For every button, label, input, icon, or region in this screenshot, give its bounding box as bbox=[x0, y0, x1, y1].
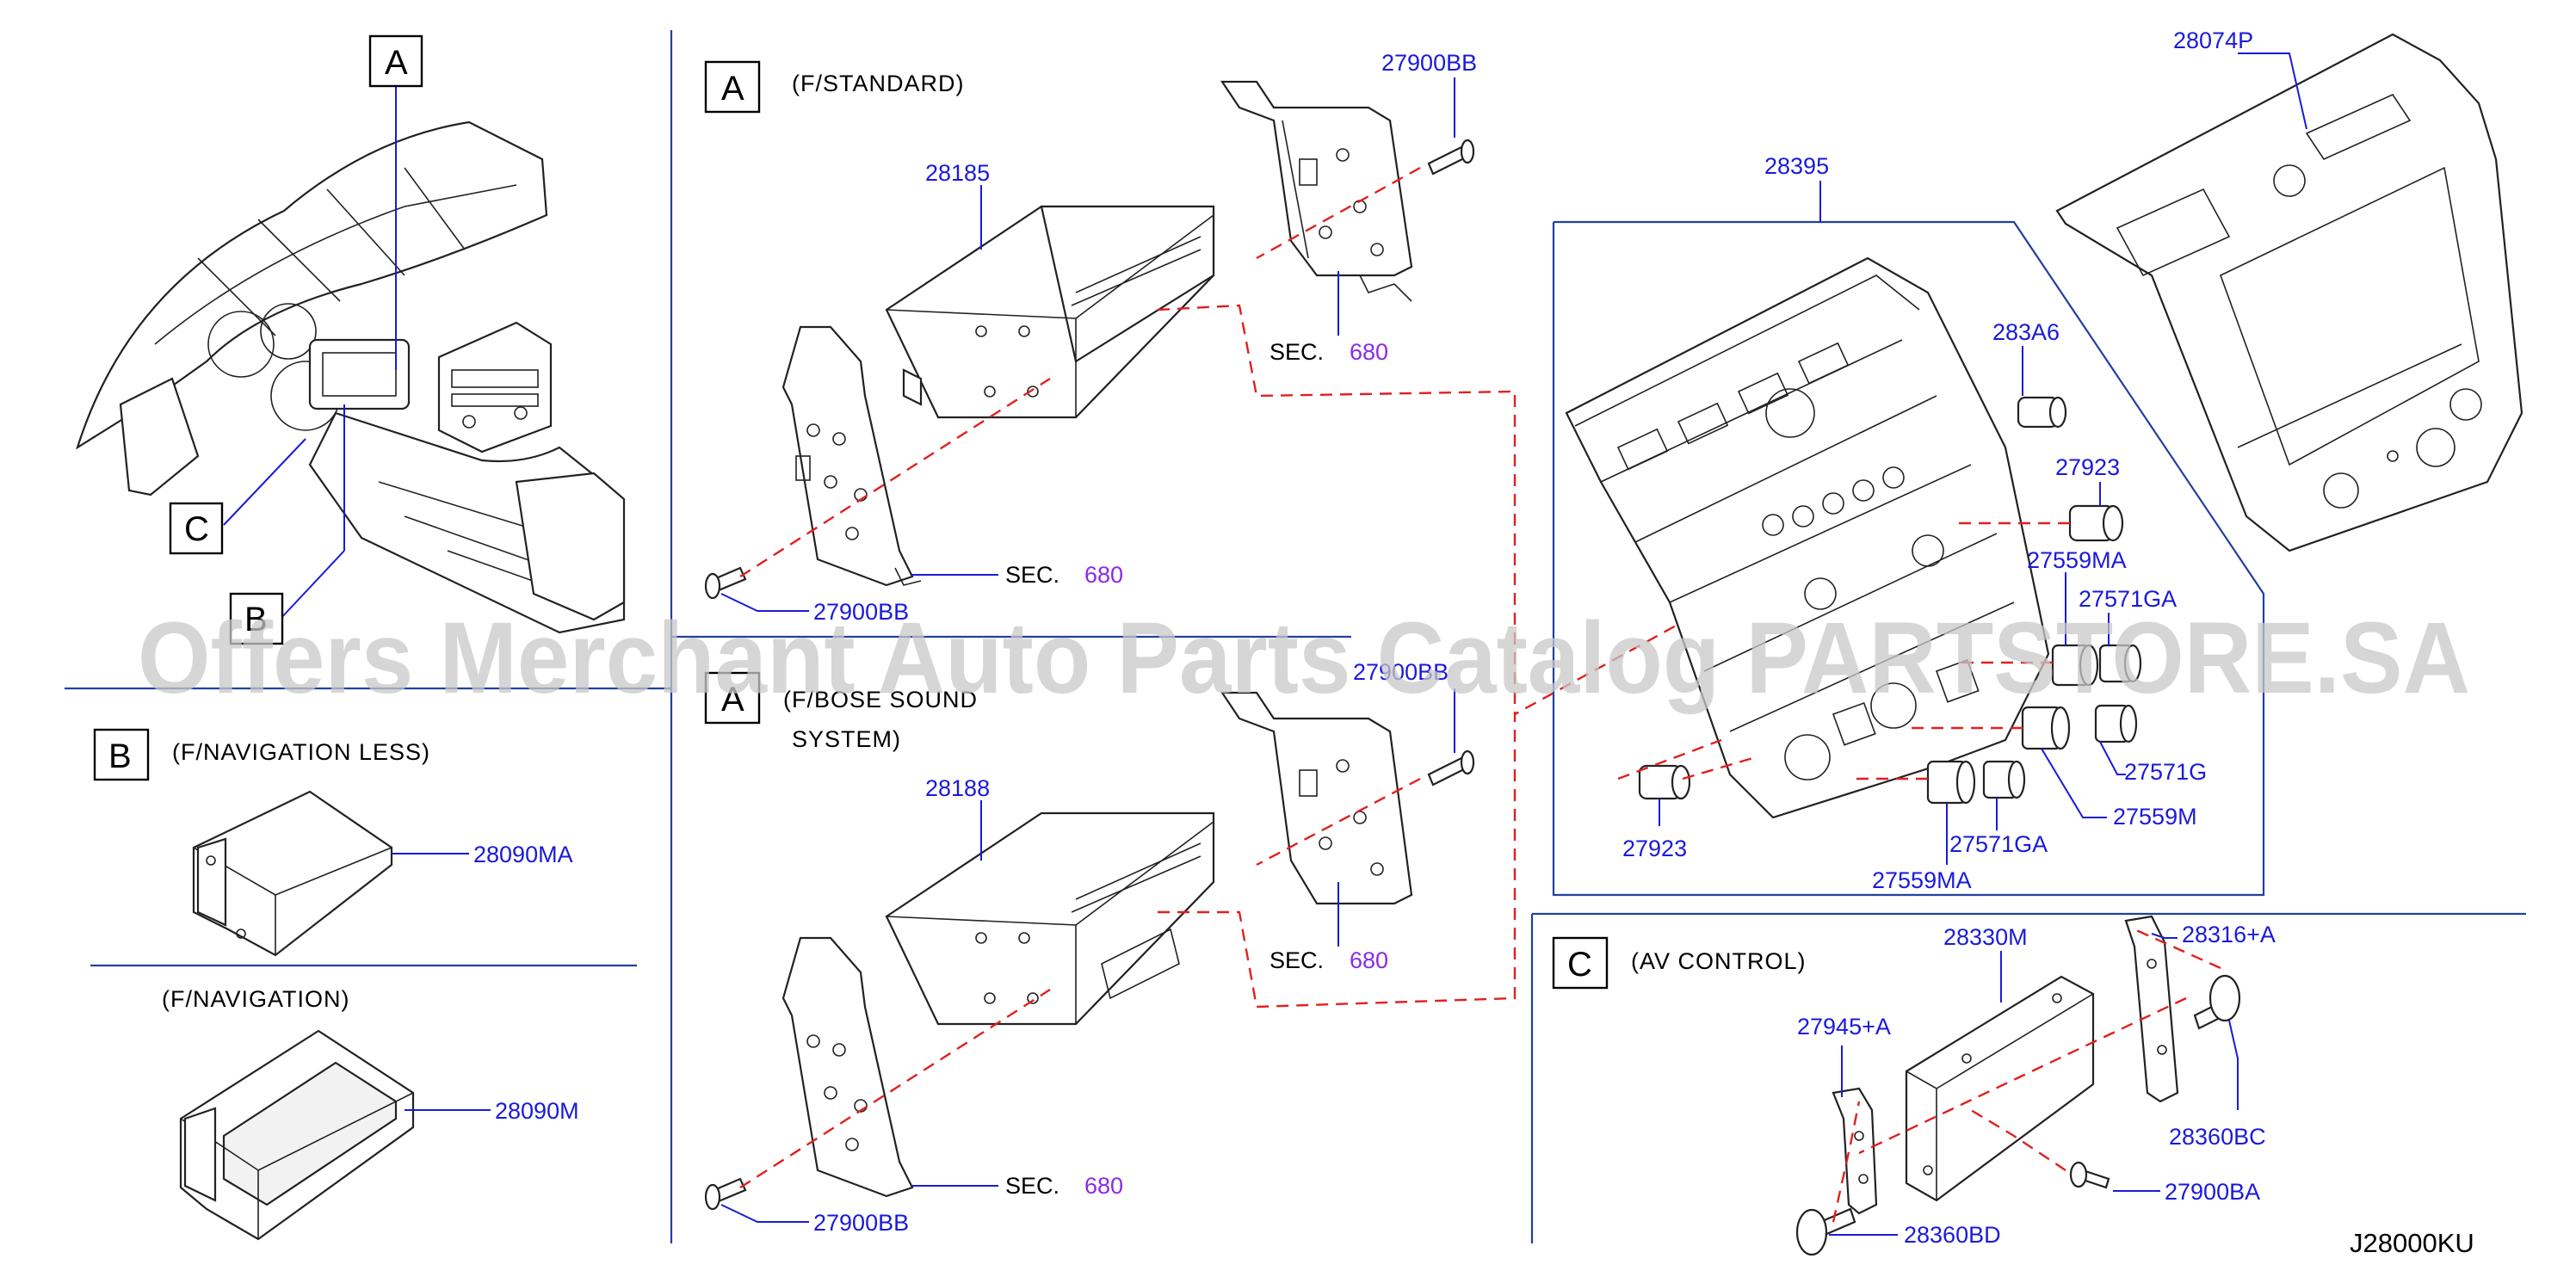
bracket-right-bottom bbox=[1220, 691, 1413, 905]
section-b-box bbox=[93, 728, 150, 781]
diagram-code: J28000KU bbox=[2350, 1228, 2474, 1258]
section-c-box-label: C bbox=[1567, 946, 1592, 984]
section-b-title: (F/NAVIGATION LESS) bbox=[172, 739, 430, 765]
section-dividers bbox=[65, 30, 2526, 1243]
overview-box-c-label: C bbox=[184, 510, 209, 548]
part-28188: 28188 bbox=[925, 775, 990, 801]
section-b-box-label: B bbox=[108, 737, 132, 775]
grommet-28360bc bbox=[2193, 974, 2241, 1030]
sec-ref-prefix-2: SEC. bbox=[1005, 562, 1059, 588]
screw-27900bb-bottom bbox=[704, 1177, 747, 1211]
screw-27900ba bbox=[2069, 1161, 2110, 1189]
section-a-bose-title-line2: SYSTEM) bbox=[792, 726, 901, 752]
section-a-bose-title-line1: (F/BOSE SOUND bbox=[783, 687, 978, 713]
part-27571ga-upper: 27571GA bbox=[2079, 586, 2177, 612]
part-27900bb-bottom: 27900BB bbox=[813, 1210, 909, 1236]
grommet-28360bd bbox=[1795, 1207, 1856, 1256]
knob-283a6 bbox=[2017, 396, 2067, 429]
knob-27559m bbox=[2021, 706, 2071, 750]
dashboard-overview bbox=[76, 86, 626, 634]
part-28185: 28185 bbox=[925, 160, 990, 186]
section-a-standard-box-label: A bbox=[721, 70, 744, 108]
watermark: Offers Merchant Auto Parts Catalog PARTS… bbox=[138, 601, 2470, 715]
part-28360bd: 28360BD bbox=[1904, 1222, 2001, 1248]
sec-ref-prefix-4: SEC. bbox=[1005, 1173, 1059, 1199]
section-a-standard-box bbox=[704, 60, 761, 114]
part-27923-upper: 27923 bbox=[2055, 454, 2120, 480]
part-283a6: 283A6 bbox=[1992, 319, 2060, 345]
overview-box-b bbox=[229, 592, 284, 645]
leader-dashed-a1 bbox=[739, 166, 1517, 714]
section-a-bose-box-label: A bbox=[721, 681, 744, 719]
bracket-27945a bbox=[1832, 1087, 1878, 1215]
part-27559m: 27559M bbox=[2113, 804, 2197, 830]
head-unit-28185 bbox=[885, 205, 1215, 419]
leader-dashed-knobs bbox=[1617, 661, 2053, 780]
part-27559ma-lower: 27559MA bbox=[1872, 867, 1972, 893]
overview-box-b-label: B bbox=[244, 601, 268, 638]
overview-box-a bbox=[368, 34, 423, 88]
sec-ref-prefix-1: SEC. bbox=[1269, 339, 1324, 365]
part-27571ga-lower: 27571GA bbox=[1949, 831, 2048, 857]
sec-ref-4: 680 bbox=[1084, 1173, 1123, 1199]
bracket-left-top bbox=[781, 325, 922, 587]
knob-27571ga-upper bbox=[2051, 644, 2099, 687]
part-28090m: 28090M bbox=[495, 1098, 579, 1124]
overview-box-c bbox=[169, 502, 224, 555]
section-c-box bbox=[1552, 936, 1609, 990]
control-panel-28395 bbox=[1565, 256, 2050, 819]
sec-ref-2: 680 bbox=[1084, 562, 1123, 588]
screw-27900bb-mid bbox=[1427, 750, 1475, 787]
part-28330m: 28330M bbox=[1943, 924, 2028, 950]
part-27900ba: 27900BA bbox=[2165, 1179, 2260, 1205]
knob-27923-upper bbox=[2068, 504, 2124, 542]
knob-27571g bbox=[2098, 644, 2142, 683]
sec-ref-3: 680 bbox=[1350, 947, 1388, 973]
part-28074p: 28074P bbox=[2173, 28, 2253, 53]
bezel-28074p bbox=[2055, 33, 2523, 552]
av-control-unit-28330m bbox=[1905, 975, 2095, 1202]
part-27945a: 27945+A bbox=[1797, 1014, 1891, 1039]
frame-28395 bbox=[1552, 220, 2265, 897]
sec-ref-1: 680 bbox=[1350, 339, 1388, 365]
knob-27571ga-lower bbox=[1982, 760, 2026, 799]
knob-27923-lower bbox=[1638, 764, 1691, 800]
part-27559ma-upper: 27559MA bbox=[2027, 547, 2127, 573]
part-27900bb-mid: 27900BB bbox=[1353, 659, 1449, 685]
head-unit-28188 bbox=[885, 811, 1215, 1026]
screw-27900bb-left bbox=[704, 566, 747, 600]
part-28395: 28395 bbox=[1764, 153, 1829, 179]
section-a-bose-box bbox=[704, 671, 761, 725]
section-c-title: (AV CONTROL) bbox=[1631, 948, 1807, 974]
leader-dashed-a2 bbox=[739, 618, 1688, 1189]
display-28090m bbox=[179, 1029, 415, 1241]
knob-27571g-lower bbox=[2094, 704, 2138, 743]
bracket-right-top bbox=[1220, 80, 1413, 302]
section-b-sub-title: (F/NAVIGATION) bbox=[162, 986, 350, 1012]
part-27900bb-top: 27900BB bbox=[1381, 50, 1477, 76]
part-27900bb-left: 27900BB bbox=[813, 599, 909, 625]
part-28090ma: 28090MA bbox=[473, 842, 573, 867]
bracket-left-bottom bbox=[781, 936, 914, 1198]
bracket-28316a bbox=[2124, 915, 2179, 1103]
screw-27900bb-top bbox=[1427, 139, 1475, 176]
leader-dashed-c bbox=[1832, 928, 2221, 1223]
overview-box-a-label: A bbox=[385, 44, 408, 82]
part-28316a: 28316+A bbox=[2182, 922, 2276, 947]
display-28090ma bbox=[192, 790, 393, 957]
sec-ref-prefix-3: SEC. bbox=[1269, 947, 1324, 973]
part-27923-lower: 27923 bbox=[1622, 836, 1687, 861]
knob-27559ma-lower bbox=[1926, 760, 1976, 805]
part-28360bc: 28360BC bbox=[2169, 1124, 2266, 1150]
part-27571g: 27571G bbox=[2124, 759, 2207, 785]
section-a-standard-title: (F/STANDARD) bbox=[792, 71, 965, 96]
